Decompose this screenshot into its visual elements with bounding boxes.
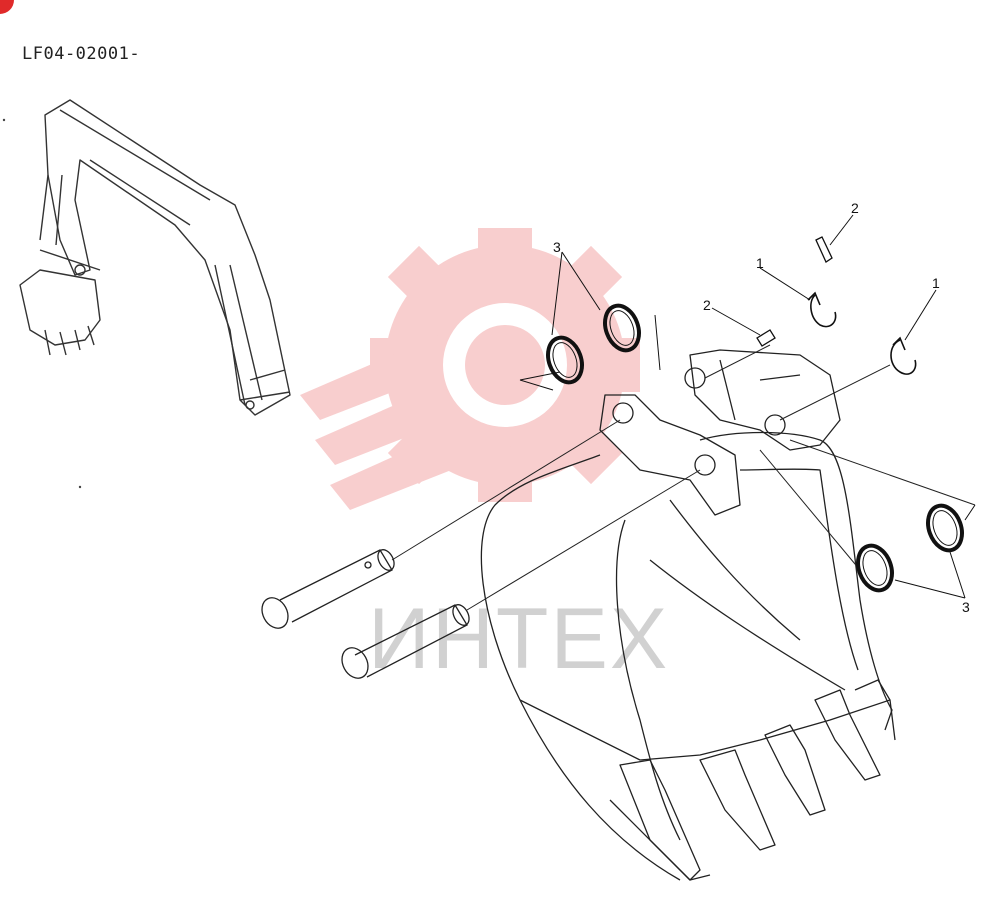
callout-spring-pin-left: 2: [703, 297, 711, 313]
callout-spring-pin-top: 2: [851, 200, 859, 216]
speck: [78, 485, 82, 489]
seal-ring-upper-right: [603, 303, 641, 353]
leader-lines: [519, 214, 976, 599]
spring-pin-left: [756, 329, 776, 347]
speck: [2, 118, 6, 122]
bucket: [480, 349, 896, 881]
callout-seal-upper: 3: [553, 239, 561, 255]
callout-pin-ring-left: 1: [756, 255, 764, 271]
part-code: LF04-02001-: [22, 44, 141, 64]
pin-ring-left: [807, 291, 837, 328]
seal-ring-lower-left: [856, 543, 894, 593]
callout-seal-lower: 3: [962, 599, 970, 615]
bucket-pin-upper: [261, 549, 395, 629]
bucket-pin-lower: [341, 604, 470, 679]
seal-ring-upper-left: [546, 335, 584, 385]
callout-pin-ring-right: 1: [932, 275, 940, 291]
pin-ring-right: [890, 336, 917, 375]
spring-pin-top: [815, 236, 833, 263]
excavator-arm-thumbnail: [19, 99, 291, 416]
watermark-logo: ИНТЕХ: [300, 228, 669, 687]
seal-ring-lower-right: [926, 503, 964, 553]
watermark-text: ИНТЕХ: [368, 591, 669, 687]
pin-axis-lines: [391, 344, 976, 611]
